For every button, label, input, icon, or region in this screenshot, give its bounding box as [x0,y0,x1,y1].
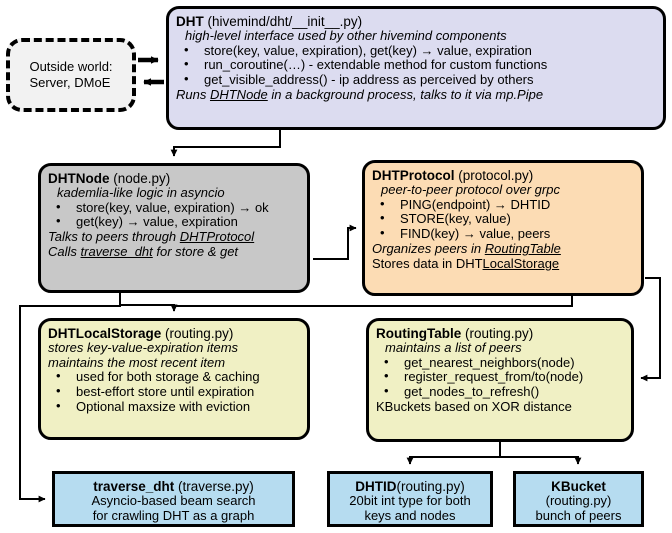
protocol-bullet-0: PING(endpoint) → DHTID [378,197,634,213]
storage-name: DHTLocalStorage [48,326,162,341]
dhtid-title: DHTID(routing.py) [337,479,483,494]
dht-bullet-0: store(key, value, expiration), get(key) … [182,43,656,59]
wire-routing-to-kbucket [499,442,582,465]
dhtnode-footer-2: Calls traverse_dht for store & get [48,243,300,260]
protocol-footer1-pre: Organizes peers in [372,241,485,257]
dht-name: DHT [176,14,204,29]
dht-footer-post: in a background process, talks to it via… [267,87,544,103]
protocol-bullet-2: FIND(key) → value, peers [378,226,634,242]
dhtnode-footer2-pre: Calls [48,243,81,259]
storage-title: DHTLocalStorage (routing.py) [48,326,300,341]
wire-routing-to-dhtid [406,442,501,465]
protocol-footer-2: Stores data in DHTLocalStorage [372,255,634,272]
traverse-title: traverse_dht (traverse.py) [62,479,285,494]
dhtnode-footer1-link[interactable]: DHTProtocol [179,229,255,245]
dht-bullet-1: run_coroutine(…) - extendable method for… [182,57,656,73]
dht-module: (hivemind/dht/__init__.py) [207,14,363,29]
node-dhtnode[interactable]: DHTNode (node.py) kademlia-like logic in… [38,163,310,293]
dhtid-line-1: 20bit int type for both [349,493,471,509]
wire-dhtnode-to-protocol [313,224,357,260]
protocol-bullet-1: STORE(key, value) [378,211,634,227]
traverse-line-1: Asyncio-based beam search [91,493,256,509]
dhtnode-bullets: store(key, value, expiration) → ok get(k… [48,200,300,231]
dht-title: DHT (hivemind/dht/__init__.py) [176,14,656,29]
protocol-title: DHTProtocol (protocol.py) [372,168,634,183]
dhtid-module: (routing.py) [396,479,465,494]
dhtnode-footer-1: Talks to peers through DHTProtocol [48,230,300,245]
protocol-bullets: PING(endpoint) → DHTID STORE(key, value)… [372,197,634,242]
routing-footer: KBuckets based on XOR distance [376,399,572,415]
kbucket-name: KBucket [551,479,606,494]
storage-subtitle-2: maintains the most recent item [48,354,226,370]
kbucket-module: (routing.py) [545,493,612,509]
wire-protocol-to-storage [170,296,573,312]
traverse-line-2: for crawling DHT as a graph [92,507,255,523]
outside-world-line2: Server, DMoE [29,75,111,90]
routing-title: RoutingTable (routing.py) [376,326,624,341]
dht-footer-pre: Runs [176,87,210,103]
routing-module: (routing.py) [465,326,534,341]
node-dhtlocalstorage[interactable]: DHTLocalStorage (routing.py) stores key-… [38,318,310,440]
traverse-name: traverse_dht [93,479,175,494]
dhtnode-footer2-link[interactable]: traverse_dht [80,243,153,259]
dhtid-name: DHTID [355,479,397,494]
storage-bullet-1: best-effort store until expiration [54,384,300,400]
protocol-footer2-link[interactable]: LocalStorage [482,255,560,271]
dhtnode-bullet-0: store(key, value, expiration) → ok [54,200,300,216]
routing-subtitle: maintains a list of peers [385,340,522,356]
wire-dhtnode-to-traverse [19,293,121,503]
dhtnode-bullet-1: get(key) → value, expiration [54,214,300,230]
storage-bullet-2: Optional maxsize with eviction [54,399,300,415]
storage-bullet-0: used for both storage & caching [54,369,300,385]
kbucket-line-1: bunch of peers [535,507,622,523]
traverse-module: (traverse.py) [178,479,254,494]
node-dhtid[interactable]: DHTID(routing.py) 20bit int type for bot… [327,471,493,527]
wire-dhtnode-to-storage [119,293,178,312]
protocol-name: DHTProtocol [372,168,455,183]
storage-subtitle-1: stores key-value-expiration items [48,340,239,356]
protocol-footer-1: Organizes peers in RoutingTable [372,241,634,257]
protocol-subtitle: peer-to-peer protocol over grpc [381,182,560,198]
storage-module: (routing.py) [165,326,234,341]
routing-bullet-1: register_request_from/to(node) [382,369,624,385]
dhtnode-name: DHTNode [48,171,110,186]
dht-bullets: store(key, value, expiration), get(key) … [176,43,656,88]
dhtnode-footer1-pre: Talks to peers through [48,229,180,245]
wire-protocol-to-routing [640,277,661,382]
dhtnode-module: (node.py) [113,171,171,186]
dhtnode-subtitle: kademlia-like logic in asyncio [57,185,225,201]
routing-bullet-0: get_nearest_neighbors(node) [382,355,624,371]
dhtid-line-2: keys and nodes [364,507,456,523]
protocol-footer2-pre: Stores data in DHT [372,255,483,271]
routing-bullets: get_nearest_neighbors(node) register_req… [376,355,624,400]
node-kbucket[interactable]: KBucket (routing.py) bunch of peers [513,471,644,527]
dhtnode-title: DHTNode (node.py) [48,171,300,186]
protocol-footer1-link[interactable]: RoutingTable [484,241,561,257]
routing-name: RoutingTable [376,326,462,341]
node-routingtable[interactable]: RoutingTable (routing.py) maintains a li… [366,318,634,442]
storage-bullets: used for both storage & caching best-eff… [48,369,300,415]
node-dht[interactable]: DHT (hivemind/dht/__init__.py) high-leve… [166,6,666,130]
routing-bullet-2: get_nodes_to_refresh() [382,384,624,400]
outside-world-text: Outside world: Server, DMoE [29,59,112,92]
dht-bullet-2: get_visible_address() - ip address as pe… [182,72,656,88]
protocol-module: (protocol.py) [458,168,534,183]
dhtnode-footer2-post: for store & get [152,243,239,259]
outside-world-line1: Outside world: [29,58,113,74]
node-traverse-dht[interactable]: traverse_dht (traverse.py) Asyncio-based… [52,471,295,527]
node-dhtprotocol[interactable]: DHTProtocol (protocol.py) peer-to-peer p… [362,160,644,296]
dht-footer: Runs DHTNode in a background process, ta… [176,87,656,103]
wire-dht-to-dhtnode [170,130,281,157]
node-outside-world[interactable]: Outside world: Server, DMoE [6,38,136,112]
dht-footer-link[interactable]: DHTNode [209,87,268,103]
dht-subtitle: high-level interface used by other hivem… [185,28,507,44]
